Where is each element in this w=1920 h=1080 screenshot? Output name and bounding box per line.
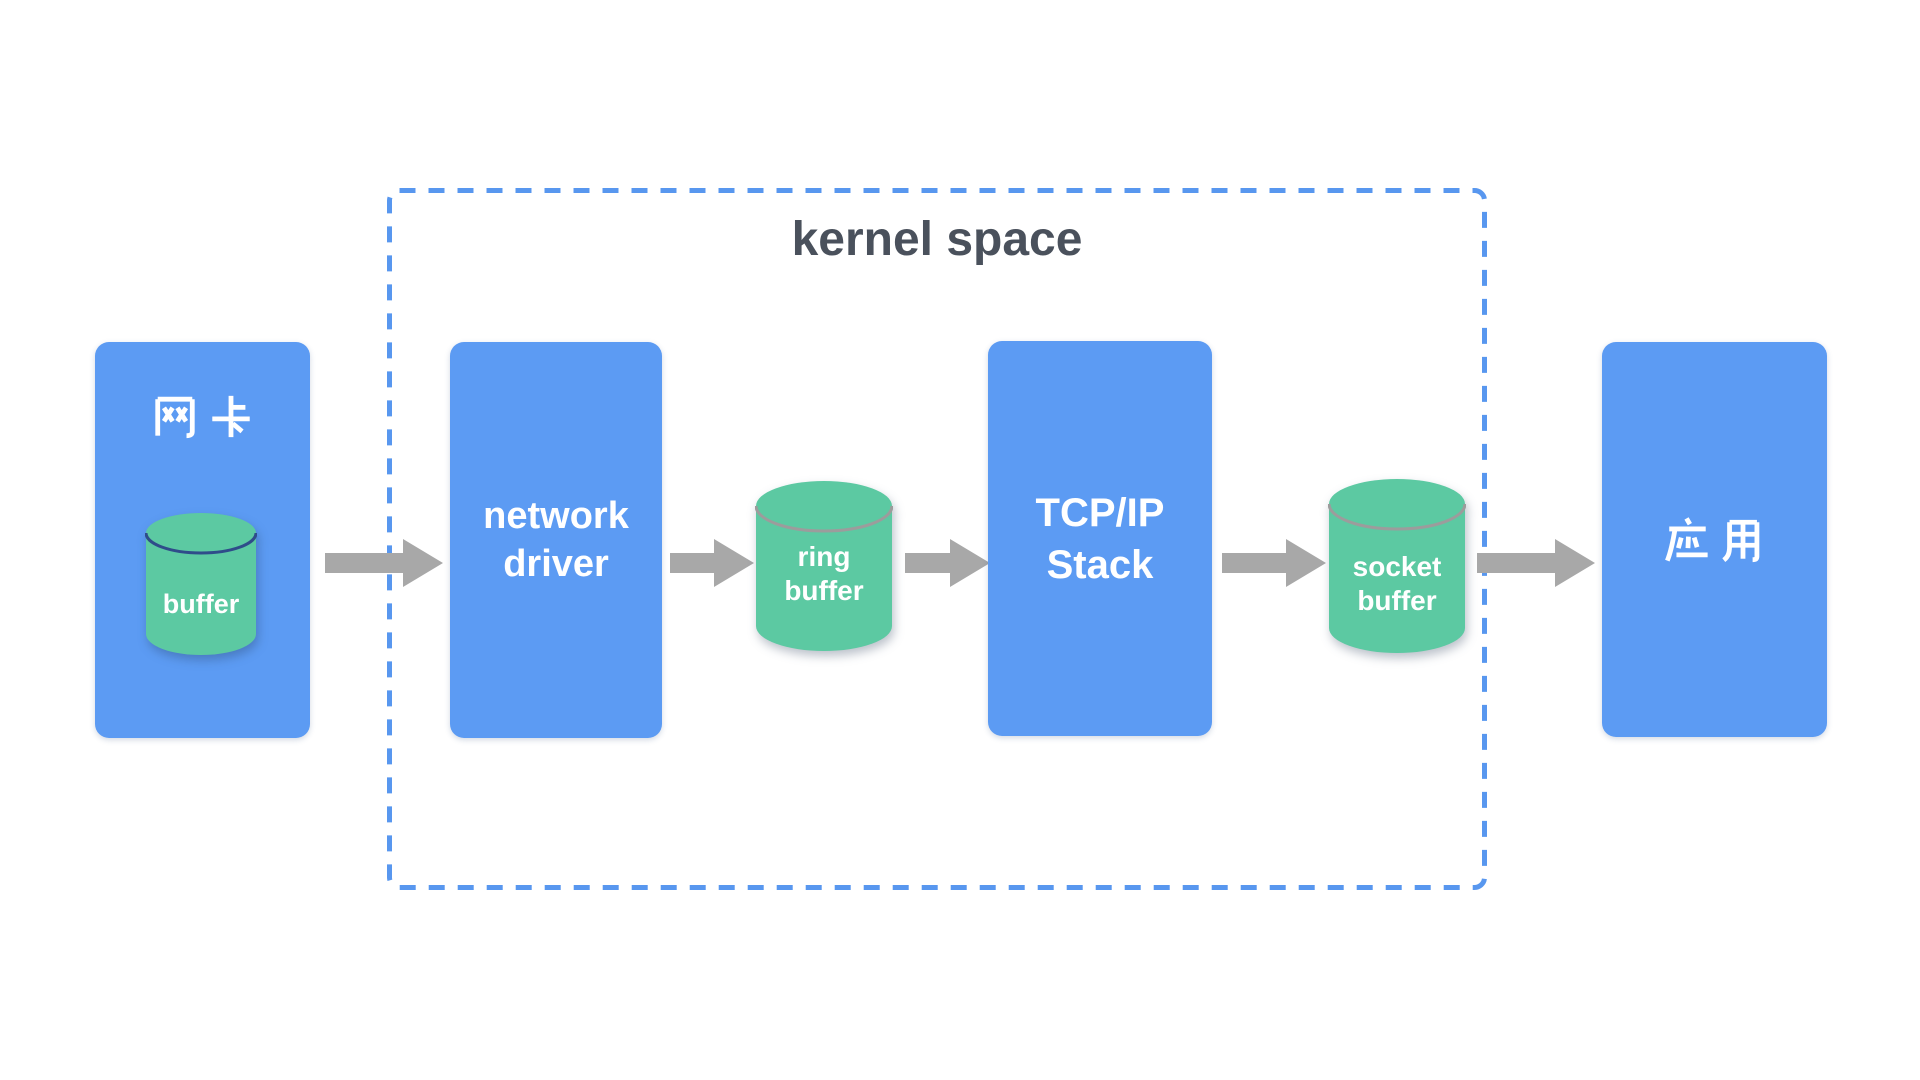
nic-box: buffer (95, 342, 310, 738)
kernel-space-border (387, 188, 1487, 890)
tcpip-stack-label-line2: Stack (1046, 542, 1154, 587)
kernel-space-title: kernel space (791, 213, 1083, 266)
socket-buffer-label-line2: buffer (1357, 585, 1437, 616)
socket-buffer-cylinder: socket buffer (1328, 478, 1466, 654)
app-box (1602, 342, 1827, 737)
network-driver-box: network driver (450, 342, 662, 738)
flow-arrow-tcpip-to-socketbuffer (1222, 539, 1326, 587)
flow-arrow-nic-to-driver (325, 539, 443, 587)
flow-arrow-ringbuffer-to-tcpip (905, 539, 990, 587)
socket-buffer-label-line1: socket (1352, 551, 1442, 582)
tcpip-stack-box: TCP/IP Stack (988, 341, 1212, 736)
ring-buffer-label-line2: buffer (784, 575, 864, 606)
app-label-glyph-ying (1664, 516, 1708, 562)
ring-buffer-label-line1: ring (797, 541, 851, 572)
app-label (1663, 516, 1767, 564)
ring-buffer-cylinder: ring buffer (755, 480, 893, 652)
app-label-glyph-yong (1721, 519, 1759, 562)
nic-label-glyph-wang (154, 396, 195, 439)
flow-arrow-socketbuffer-to-app (1477, 539, 1595, 587)
cylinder-icon (145, 513, 257, 655)
nic-label-glyph-ka (211, 395, 250, 438)
nic-buffer-cylinder: buffer (145, 512, 257, 656)
network-driver-label-line2: driver (503, 543, 609, 585)
flow-arrow-driver-to-ringbuffer (670, 539, 754, 587)
tcpip-stack-label-line1: TCP/IP (1035, 490, 1165, 535)
cylinder-icon (755, 481, 893, 651)
cylinder-icon (1328, 479, 1466, 653)
nic-buffer-label: buffer (162, 589, 240, 619)
nic-label (151, 392, 255, 440)
network-driver-label-line1: network (483, 495, 629, 537)
